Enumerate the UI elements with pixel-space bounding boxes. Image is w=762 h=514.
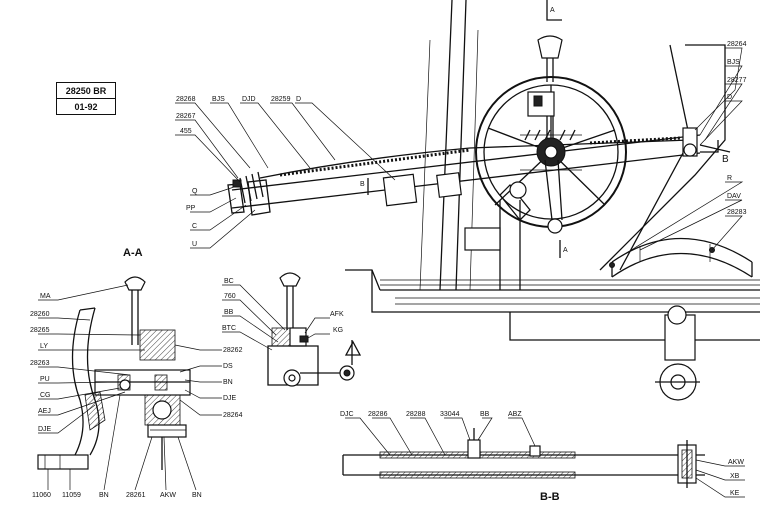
- section-bb-leaders: [345, 417, 745, 498]
- label-djc: DJC: [340, 411, 354, 418]
- label-bn-bottom-right: BN: [192, 492, 202, 499]
- label-28264-aa: 28264: [223, 412, 243, 419]
- label-dav: DAV: [727, 193, 741, 200]
- label-11060: 11060: [32, 492, 51, 499]
- label-bjs-right: BJS: [727, 59, 740, 66]
- section-marker-a-top: A: [550, 7, 555, 14]
- label-akw-right: AKW: [728, 459, 744, 466]
- label-bn-bottom-left: BN: [99, 492, 109, 499]
- label-28263: 28263: [30, 360, 50, 367]
- label-dje: DJE: [38, 426, 52, 433]
- label-akw: AKW: [160, 492, 176, 499]
- label-d-right: D: [727, 94, 732, 101]
- label-28259: 28259: [271, 96, 291, 103]
- label-760: 760: [224, 293, 236, 300]
- label-28264-top: 28264: [727, 41, 747, 48]
- label-28260: 28260: [30, 311, 50, 318]
- label-28262: 28262: [223, 347, 243, 354]
- label-bb-section: BB: [480, 411, 490, 418]
- label-455: 455: [180, 128, 192, 135]
- label-ma: MA: [40, 293, 51, 300]
- label-xb: XB: [730, 473, 740, 480]
- label-pp: PP: [186, 205, 196, 212]
- label-28283: 28283: [727, 209, 747, 216]
- label-33044: 33044: [440, 411, 460, 418]
- label-ly: LY: [40, 343, 48, 350]
- main-view: [227, 0, 760, 401]
- main-view-leaders: [175, 47, 744, 261]
- label-28267: 28267: [176, 113, 196, 120]
- label-11059: 11059: [62, 492, 81, 499]
- label-abz: ABZ: [508, 411, 522, 418]
- label-cg: CG: [40, 392, 51, 399]
- label-q: Q: [192, 188, 198, 195]
- label-djd: DJD: [242, 96, 256, 103]
- label-r: R: [727, 175, 732, 182]
- label-28288: 28288: [406, 411, 426, 418]
- label-bc: BC: [224, 278, 234, 285]
- section-aa-title: A-A: [123, 247, 143, 259]
- label-28265: 28265: [30, 327, 50, 334]
- label-ds: DS: [223, 363, 233, 370]
- label-28286: 28286: [368, 411, 388, 418]
- label-aej: AEJ: [38, 408, 51, 415]
- label-dje-right: DJE: [223, 395, 237, 402]
- label-bn-right: BN: [223, 379, 233, 386]
- label-c: C: [192, 223, 197, 230]
- label-btc: BTC: [222, 325, 236, 332]
- detail-leaders: [222, 284, 330, 351]
- section-aa-leaders: [38, 284, 222, 491]
- section-marker-b-right: B: [722, 154, 729, 165]
- section-marker-a-bottom: A: [563, 247, 568, 254]
- label-28261: 28261: [126, 492, 146, 499]
- label-28268: 28268: [176, 96, 196, 103]
- label-pu: PU: [40, 376, 50, 383]
- label-ke: KE: [730, 490, 740, 497]
- label-d: D: [296, 96, 301, 103]
- section-aa-drawing: [37, 276, 191, 470]
- label-u: U: [192, 241, 197, 248]
- label-kg: KG: [333, 327, 343, 334]
- detail-view: [267, 272, 362, 387]
- section-bb-title: B-B: [540, 491, 560, 503]
- title-block-revision: 01-92: [56, 98, 116, 115]
- section-bb-drawing: [342, 428, 705, 488]
- section-marker-b-left: B: [360, 181, 365, 188]
- label-28277: 28277: [727, 77, 747, 84]
- label-afk: AFK: [330, 311, 344, 318]
- label-bb: BB: [224, 309, 234, 316]
- label-bjs: BJS: [212, 96, 225, 103]
